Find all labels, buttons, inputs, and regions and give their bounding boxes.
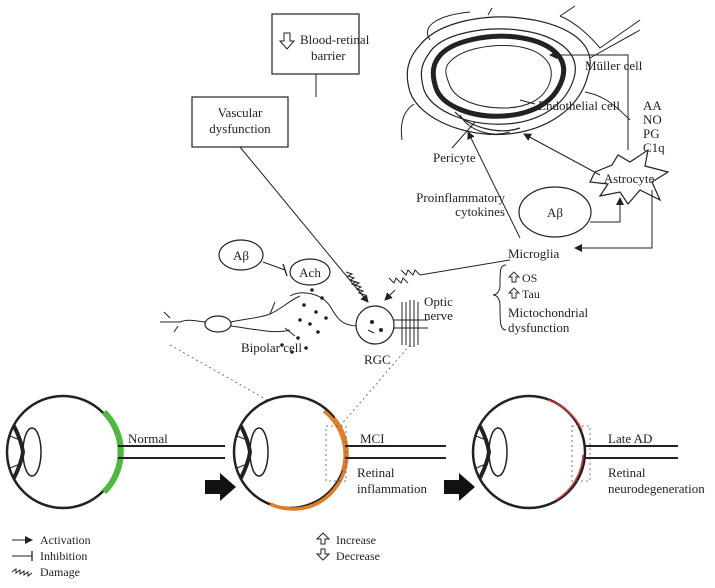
legend: Activation Inhibition Damage Increase De… xyxy=(11,532,380,579)
vascular-dysfunction-box: Vascular dysfunction xyxy=(191,96,289,148)
os-label: OS xyxy=(522,271,537,285)
bipolar-cell-label: Bipolar cell xyxy=(241,340,302,355)
mediator-no: NO xyxy=(643,112,662,127)
decrease-arrow-icon xyxy=(278,32,296,50)
astrocyte: Astrocyte xyxy=(589,148,670,205)
blood-retinal-barrier-box: Blood-retinal barrier xyxy=(271,13,370,75)
mci-label: MCI xyxy=(360,431,385,446)
legend-decrease: Decrease xyxy=(336,549,380,563)
progression-arrow-icon xyxy=(205,473,236,501)
mito-label-2: dysfunction xyxy=(508,320,570,335)
brb-label-1: Blood-retinal xyxy=(300,32,370,47)
rgc-label: RGC xyxy=(364,352,391,367)
vasc-to-rgc-line xyxy=(239,146,359,291)
normal-label: Normal xyxy=(128,431,168,446)
bipolar-cell xyxy=(160,292,359,337)
mediator-aa: AA xyxy=(643,98,662,113)
increase-arrow-icon xyxy=(507,287,521,299)
endothelial-cell-label: Endothelial cell xyxy=(538,98,620,113)
damage-icon xyxy=(345,271,359,287)
brb-label-2: barrier xyxy=(311,48,346,63)
microglia-label: Microglia xyxy=(508,246,559,261)
synapse-dots xyxy=(280,288,328,354)
eye-late-ad xyxy=(471,394,678,510)
optic-label-2: nerve xyxy=(424,308,453,323)
legend-damage: Damage xyxy=(40,565,80,579)
astrocyte-label: Astrocyte xyxy=(604,171,655,186)
legend-activation: Activation xyxy=(40,533,91,547)
late-ad-retina xyxy=(547,399,584,501)
legend-increase: Increase xyxy=(336,533,376,547)
os-effect: OS xyxy=(507,271,537,285)
abeta-oval-2: Aβ xyxy=(218,239,264,271)
eye-mci xyxy=(232,394,446,511)
retinal-neuro-label-1: Retinal xyxy=(608,465,646,480)
mediator-pg: PG xyxy=(643,126,660,141)
muller-cell-label: Müller cell xyxy=(585,58,643,73)
normal-retina xyxy=(101,409,124,495)
late-ad-label: Late AD xyxy=(608,431,652,446)
proinflam-label-2: cytokines xyxy=(455,204,505,219)
abeta-label-1: Aβ xyxy=(547,205,563,220)
vasc-label-1: Vascular xyxy=(218,105,263,120)
abeta-oval-1: Aβ xyxy=(518,186,592,238)
mediator-c1q: C1q xyxy=(643,140,665,155)
damage-legend-icon xyxy=(11,568,33,577)
tau-effect: Tau xyxy=(507,287,540,301)
optic-label-1: Optic xyxy=(424,294,453,309)
ach-oval: Ach xyxy=(289,258,331,286)
tau-label: Tau xyxy=(522,287,540,301)
mito-label-1: Mictochondrial xyxy=(508,305,589,320)
pericyte-label: Pericyte xyxy=(433,150,476,165)
blood-vessel xyxy=(400,5,641,141)
decrease-legend-icon xyxy=(315,548,331,561)
proinflam-label-1: Proinflammatory xyxy=(416,190,505,205)
progression-arrow-icon xyxy=(444,473,475,501)
abeta-label-2: Aβ xyxy=(233,248,249,263)
eye-normal xyxy=(5,394,225,510)
retinal-neuro-label-2: neurodegeneration xyxy=(608,481,705,496)
retinal-inflam-label-1: Retinal xyxy=(357,465,395,480)
mci-retina xyxy=(269,409,349,511)
vasc-label-2: dysfunction xyxy=(209,121,271,136)
increase-legend-icon xyxy=(315,532,331,545)
ach-label: Ach xyxy=(299,265,321,280)
legend-inhibition: Inhibition xyxy=(40,549,87,563)
retinal-inflam-label-2: inflammation xyxy=(357,481,428,496)
increase-arrow-icon xyxy=(507,271,521,283)
rgc-cell xyxy=(355,300,428,347)
